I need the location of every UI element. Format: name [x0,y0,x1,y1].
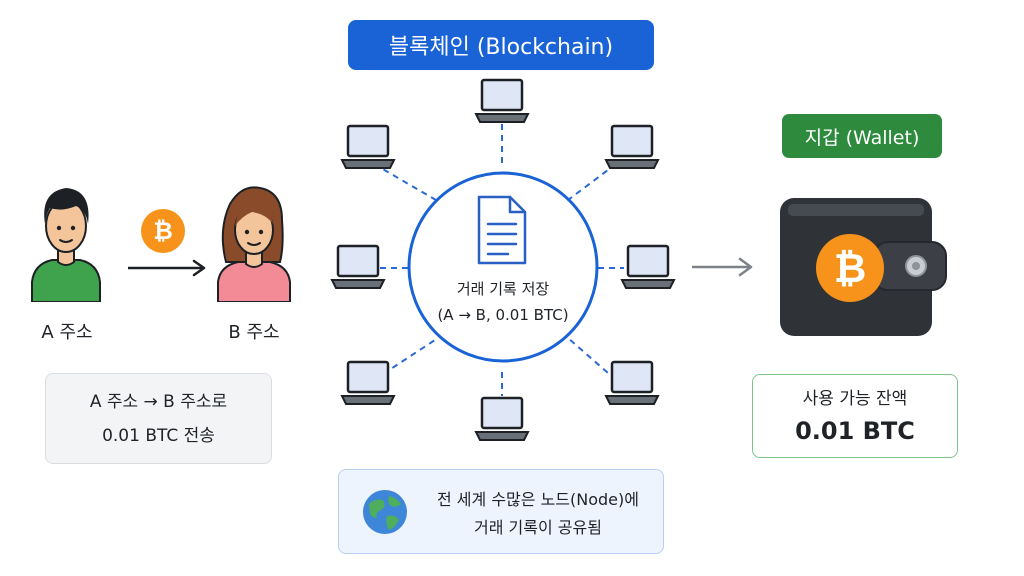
balance-card: 사용 가능 잔액 0.01 BTC [752,374,958,458]
globe-icon [363,490,407,534]
network-note-card: 전 세계 수많은 노드(Node)에 거래 기록이 공유됨 [338,469,664,554]
laptop-icon [604,360,660,405]
transfer-card: A 주소 → B 주소로 0.01 BTC 전송 [45,373,272,464]
person-male-icon [31,188,101,302]
transfer-card-line1: A 주소 → B 주소로 [89,391,228,412]
sender-label: A 주소 [41,322,93,343]
laptop-icon [620,244,676,289]
balance-label: 사용 가능 잔액 [802,389,908,409]
ledger-line2: (A → B, 0.01 BTC) [437,306,569,324]
laptop-icon [340,360,396,405]
balance-value: 0.01 BTC [795,417,915,445]
network-note-line1: 전 세계 수많은 노드(Node)에 [437,490,639,509]
bitcoin-coin-icon: ₿ [141,209,185,253]
laptop-icon [340,124,396,169]
ledger-text: 거래 기록 저장 (A → B, 0.01 BTC) [420,276,586,328]
person-female-icon [217,186,291,302]
laptop-icon [330,244,386,289]
blockchain-title: 블록체인 (Blockchain) [348,20,654,70]
svg-text:₿: ₿ [834,246,867,292]
wallet-title: 지갑 (Wallet) [782,114,942,158]
document-icon [477,195,527,265]
svg-text:₿: ₿ [153,217,173,245]
transfer-card-line2: 0.01 BTC 전송 [102,425,215,446]
laptop-icon [474,78,530,123]
network-note-line2: 거래 기록이 공유됨 [474,518,602,537]
laptop-icon [604,124,660,169]
to-wallet-arrow [692,257,753,277]
transfer-arrow [128,259,206,277]
receiver-label: B 주소 [228,322,280,343]
ledger-line1: 거래 기록 저장 [456,280,550,298]
ledger-circle [407,171,599,363]
wallet-icon: ₿ [780,198,947,336]
laptop-icon [474,396,530,441]
